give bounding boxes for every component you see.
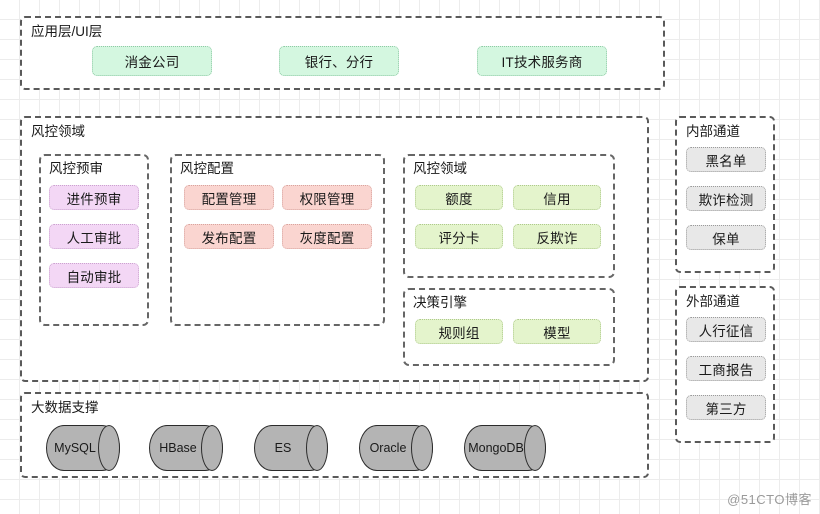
node-manual-approval[interactable]: 人工审批 — [49, 224, 139, 249]
cylinder-cap — [98, 425, 120, 471]
db-label-hbase: HBase — [159, 441, 197, 455]
db-label-mongodb: MongoDB — [468, 441, 524, 455]
node-bank-branch[interactable]: 银行、分行 — [279, 46, 399, 76]
node-permission-management[interactable]: 权限管理 — [282, 185, 372, 210]
group-title-internal-channel: 内部通道 — [686, 124, 740, 139]
group-title-application-layer: 应用层/UI层 — [31, 24, 103, 39]
subgroup-title-risk-config: 风控配置 — [180, 161, 234, 176]
group-external-channel: 外部通道 人行征信 工商报告 第三方 — [675, 286, 775, 443]
cylinder-cap — [201, 425, 223, 471]
node-rule-group[interactable]: 规则组 — [415, 319, 503, 344]
db-label-oracle: Oracle — [369, 441, 407, 455]
group-risk-control-domain: 风控领域 风控预审 进件预审 人工审批 自动审批 风控配置 配置管理 权限管理 … — [20, 116, 649, 382]
group-title-external-channel: 外部通道 — [686, 294, 740, 309]
db-cylinder-es[interactable]: ES — [254, 425, 328, 471]
node-credit-limit[interactable]: 额度 — [415, 185, 503, 210]
group-big-data-support: 大数据支撑 MySQL HBase ES Oracle MongoDB — [20, 392, 649, 478]
node-application-pre-audit[interactable]: 进件预审 — [49, 185, 139, 210]
watermark: @51CTO博客 — [727, 492, 812, 507]
node-gray-release-config[interactable]: 灰度配置 — [282, 224, 372, 249]
subgroup-title-pre-audit: 风控预审 — [49, 161, 103, 176]
node-config-management[interactable]: 配置管理 — [184, 185, 274, 210]
subgroup-title-decision-engine: 决策引擎 — [413, 295, 467, 310]
node-scorecard[interactable]: 评分卡 — [415, 224, 503, 249]
db-cylinder-mongodb[interactable]: MongoDB — [464, 425, 546, 471]
node-pboc-credit-report[interactable]: 人行征信 — [686, 317, 766, 342]
db-cylinder-mysql[interactable]: MySQL — [46, 425, 120, 471]
db-label-mysql: MySQL — [54, 441, 96, 455]
group-title-big-data-support: 大数据支撑 — [31, 400, 99, 415]
node-blacklist[interactable]: 黑名单 — [686, 147, 766, 172]
subgroup-title-risk-domain-inner: 风控领域 — [413, 161, 467, 176]
subgroup-pre-audit: 风控预审 进件预审 人工审批 自动审批 — [39, 154, 149, 326]
db-cylinder-oracle[interactable]: Oracle — [359, 425, 433, 471]
node-business-registration-report[interactable]: 工商报告 — [686, 356, 766, 381]
subgroup-decision-engine: 决策引擎 规则组 模型 — [403, 288, 615, 366]
node-it-service-provider[interactable]: IT技术服务商 — [477, 46, 607, 76]
cylinder-cap — [306, 425, 328, 471]
node-third-party[interactable]: 第三方 — [686, 395, 766, 420]
db-label-es: ES — [274, 441, 292, 455]
node-anti-fraud[interactable]: 反欺诈 — [513, 224, 601, 249]
node-consumer-finance-company[interactable]: 消金公司 — [92, 46, 212, 76]
node-credit[interactable]: 信用 — [513, 185, 601, 210]
subgroup-risk-config: 风控配置 配置管理 权限管理 发布配置 灰度配置 — [170, 154, 385, 326]
group-title-risk-control-domain: 风控领域 — [31, 124, 85, 139]
subgroup-risk-domain-inner: 风控领域 额度 信用 评分卡 反欺诈 — [403, 154, 615, 278]
node-model[interactable]: 模型 — [513, 319, 601, 344]
group-application-layer: 应用层/UI层 消金公司 银行、分行 IT技术服务商 — [20, 16, 665, 90]
node-release-config[interactable]: 发布配置 — [184, 224, 274, 249]
node-insurance-policy[interactable]: 保单 — [686, 225, 766, 250]
group-internal-channel: 内部通道 黑名单 欺诈检测 保单 — [675, 116, 775, 273]
db-cylinder-hbase[interactable]: HBase — [149, 425, 223, 471]
node-automatic-approval[interactable]: 自动审批 — [49, 263, 139, 288]
cylinder-cap — [411, 425, 433, 471]
node-fraud-detection[interactable]: 欺诈检测 — [686, 186, 766, 211]
cylinder-cap — [524, 425, 546, 471]
